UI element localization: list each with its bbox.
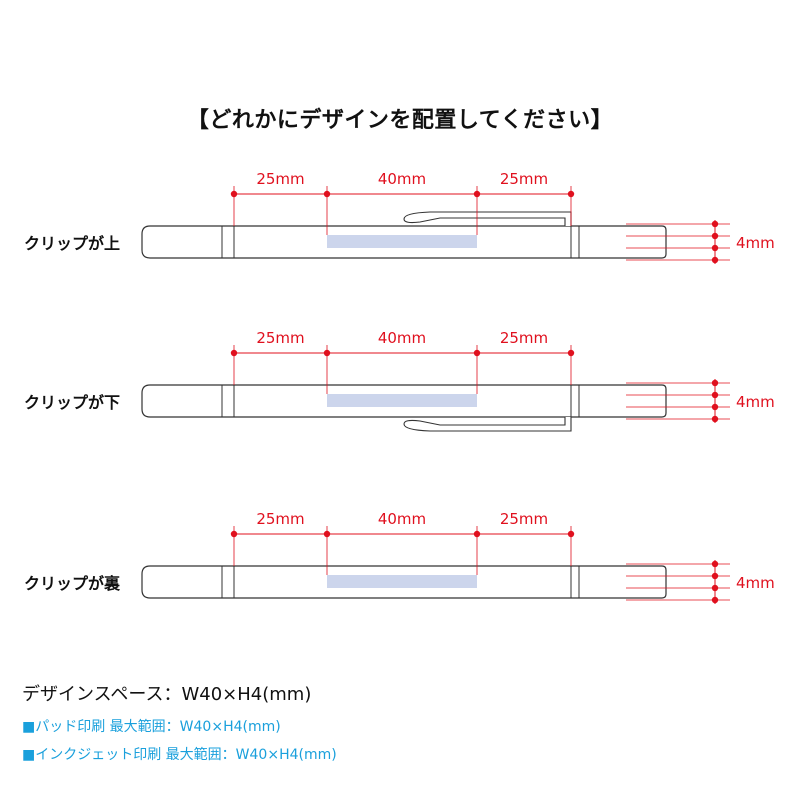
dimension-label: 25mm: [256, 170, 304, 188]
dimension-dot: [473, 190, 481, 198]
pen-clip: [403, 417, 572, 432]
height-dimension-dot: [711, 596, 719, 604]
pen-clip: [403, 211, 572, 226]
height-dimension-label: 4mm: [736, 393, 775, 411]
dimension-label: 25mm: [500, 170, 548, 188]
inkjet-print-text: ■インクジェット印刷 最大範囲：W40×H4(mm): [22, 747, 337, 763]
pen-diagram-bottom: クリップが下 25mm 40mm 25mm 4mm: [24, 329, 775, 432]
height-dimension-label: 4mm: [736, 574, 775, 592]
pen-diagram-none: クリップが裏 25mm 40mm 25mm 4mm: [24, 510, 775, 604]
dimension-dot: [567, 530, 575, 538]
dimension-dot: [230, 190, 238, 198]
dimension-label: 40mm: [378, 170, 426, 188]
design-space-text: デザインスペース：W40×H4(mm): [22, 684, 312, 705]
print-area: [327, 394, 477, 407]
dimension-label: 25mm: [500, 329, 548, 347]
height-dimension-dot: [711, 403, 719, 411]
height-dimension-dot: [711, 572, 719, 580]
height-dimension-dot: [711, 379, 719, 387]
height-dimension-dot: [711, 256, 719, 264]
height-dimension-dot: [711, 415, 719, 423]
dimension-dot: [567, 190, 575, 198]
height-dimension-dot: [711, 220, 719, 228]
dimension-dot: [473, 349, 481, 357]
dimension-dot: [230, 530, 238, 538]
dimension-label: 25mm: [256, 510, 304, 528]
height-dimension-label: 4mm: [736, 234, 775, 252]
clip-position-label: クリップが下: [24, 393, 120, 412]
page-title: 【どれかにデザインを配置してください】: [186, 108, 614, 133]
clip-position-label: クリップが裏: [24, 574, 121, 593]
height-dimension-dot: [711, 391, 719, 399]
dimension-label: 40mm: [378, 329, 426, 347]
pen-diagram-top: クリップが上 25mm 40mm 25mm 4mm: [24, 170, 775, 264]
dimension-label: 25mm: [500, 510, 548, 528]
dimension-dot: [230, 349, 238, 357]
dimension-dot: [567, 349, 575, 357]
dimension-dot: [323, 530, 331, 538]
dimension-dot: [323, 349, 331, 357]
height-dimension-dot: [711, 232, 719, 240]
pad-print-text: ■パッド印刷 最大範囲：W40×H4(mm): [22, 719, 281, 735]
print-area: [327, 575, 477, 588]
dimension-dot: [323, 190, 331, 198]
spec-notes: デザインスペース：W40×H4(mm) ■パッド印刷 最大範囲：W40×H4(m…: [22, 680, 337, 772]
height-dimension-dot: [711, 560, 719, 568]
dimension-label: 40mm: [378, 510, 426, 528]
clip-position-label: クリップが上: [24, 234, 120, 253]
height-dimension-dot: [711, 244, 719, 252]
print-area: [327, 235, 477, 248]
dimension-label: 25mm: [256, 329, 304, 347]
dimension-dot: [473, 530, 481, 538]
height-dimension-dot: [711, 584, 719, 592]
